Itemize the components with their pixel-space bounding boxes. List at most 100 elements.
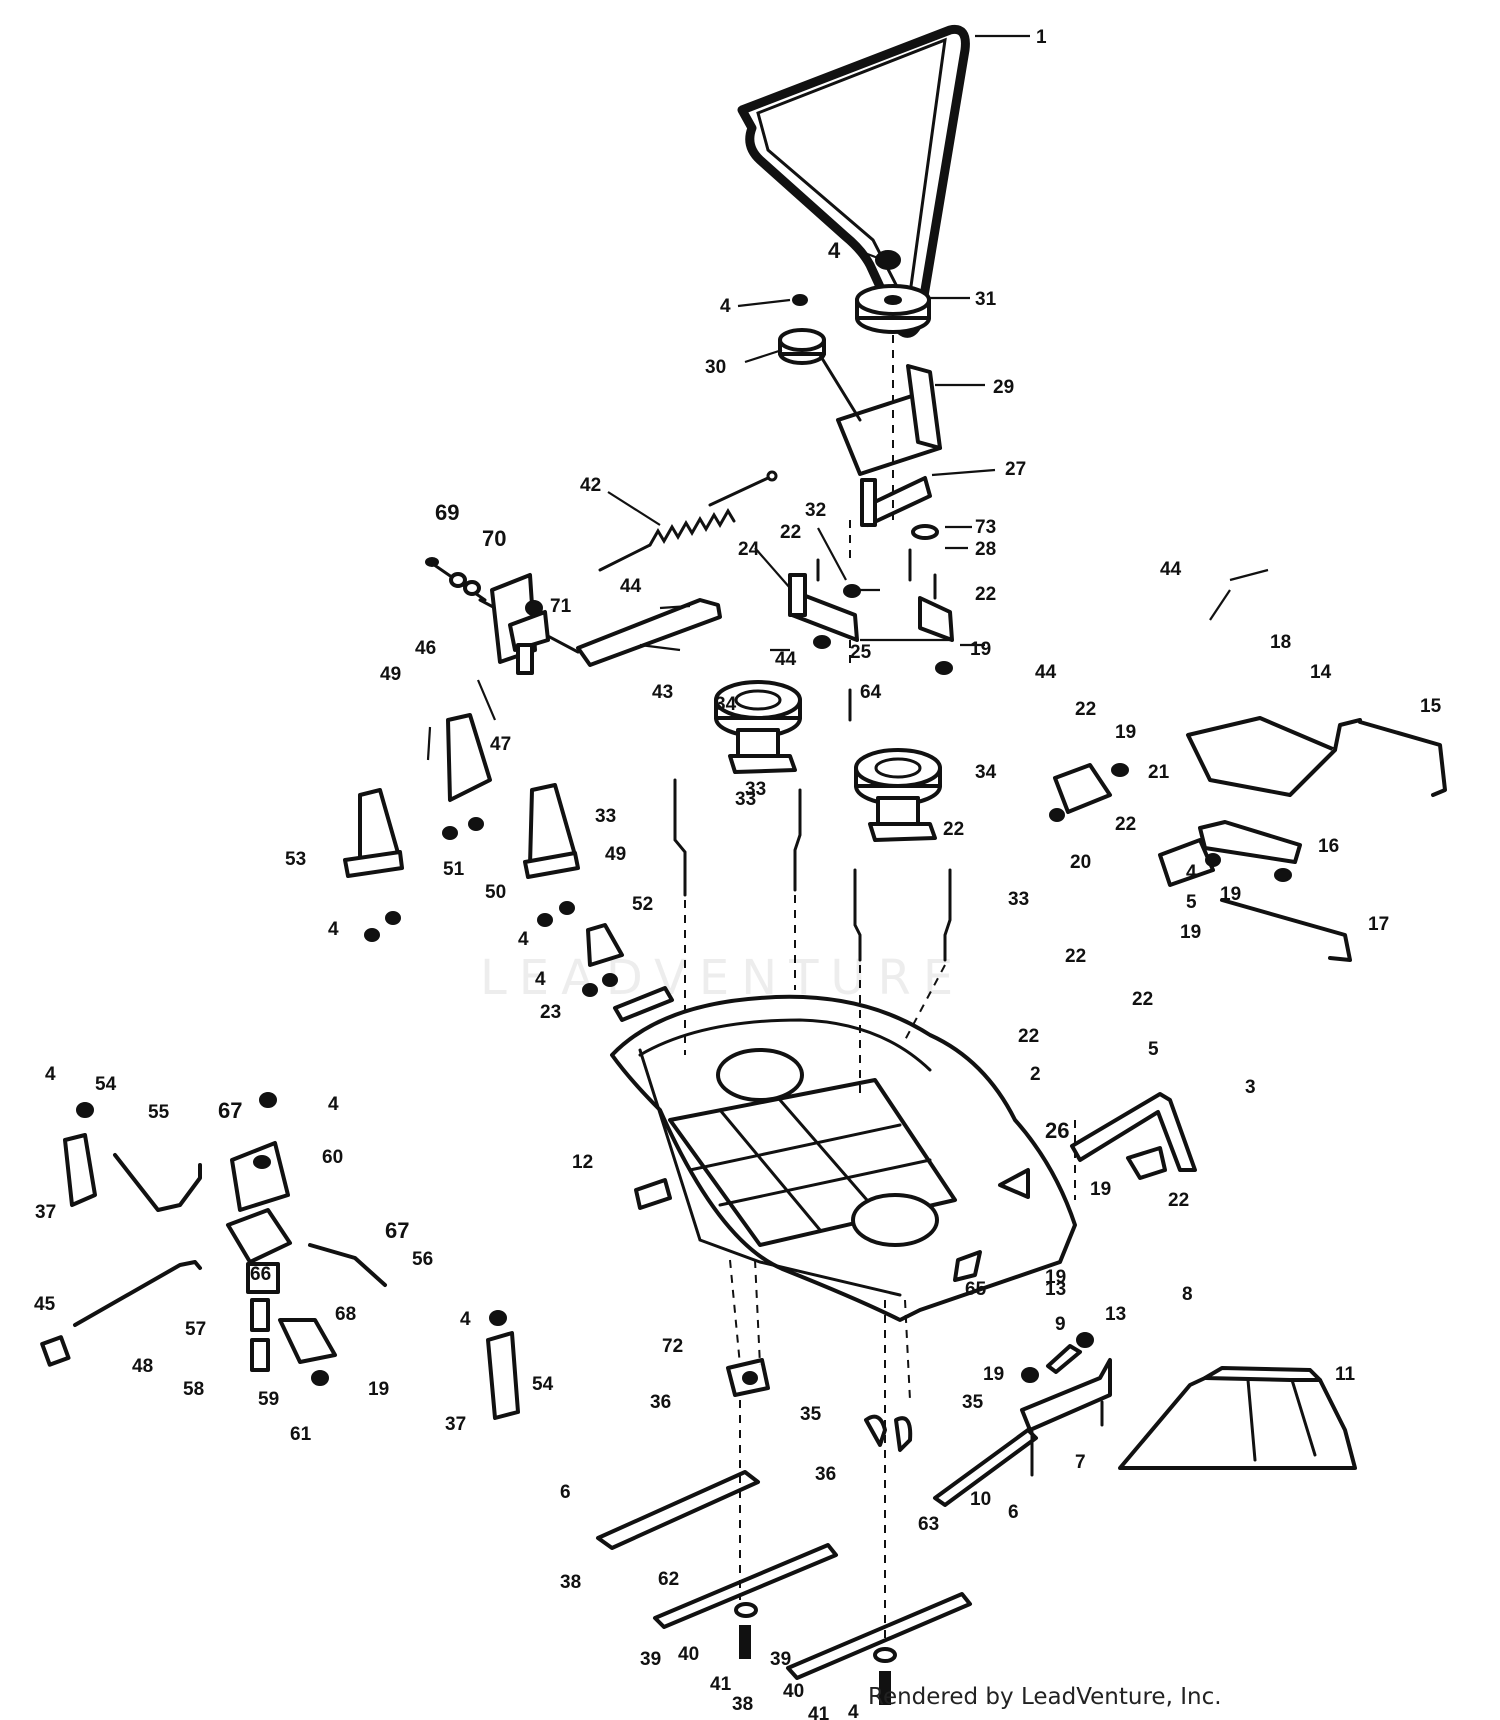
callout: 5 — [1186, 892, 1197, 913]
callout: 15 — [1420, 696, 1442, 717]
callout: 4 — [848, 1702, 859, 1720]
deck-bracket-3 — [1070, 1092, 1197, 1180]
right-lift-assembly — [1049, 716, 1447, 962]
callout: 55 — [148, 1102, 170, 1123]
callout: 41 — [710, 1674, 732, 1695]
callout: 6 — [560, 1482, 571, 1503]
callout: 59 — [258, 1389, 279, 1410]
callout: 19 — [983, 1364, 1004, 1385]
callout: 1 — [1036, 27, 1047, 48]
idler-pulley-30 — [778, 294, 826, 365]
callout: 41 — [808, 1704, 830, 1720]
callout: 22 — [1075, 699, 1096, 720]
callout: 39 — [770, 1649, 791, 1670]
callout: 21 — [1148, 762, 1170, 783]
callout: 47 — [490, 734, 511, 755]
callout: 33 — [1008, 889, 1029, 910]
callout: 12 — [572, 1152, 593, 1173]
belt — [737, 24, 970, 338]
callout: 4 — [1186, 862, 1197, 883]
callout: 46 — [415, 638, 436, 659]
callout: 9 — [1055, 1314, 1066, 1335]
callout: 43 — [652, 682, 673, 703]
callout: 16 — [1318, 836, 1339, 857]
callout: 34 — [715, 694, 737, 715]
discharge-chute-11 — [1118, 1366, 1357, 1470]
alignment-lines — [684, 335, 1076, 1645]
callout: 14 — [1310, 662, 1332, 683]
callout: 4 — [518, 929, 529, 950]
callout: 4 — [460, 1309, 471, 1330]
bracket-27 — [860, 476, 932, 527]
callout: 8 — [1182, 1284, 1193, 1305]
callout: 30 — [705, 357, 726, 378]
callout: 24 — [738, 539, 760, 560]
callout: 29 — [993, 377, 1014, 398]
callout: 4 — [535, 969, 546, 990]
callout: 36 — [815, 1464, 836, 1485]
callout: 54 — [532, 1374, 554, 1395]
callout: 65 — [965, 1279, 987, 1300]
callout: 69 — [435, 500, 459, 525]
callout: 19 — [1115, 722, 1136, 743]
callout: 22 — [780, 522, 801, 543]
callout: 25 — [850, 642, 872, 663]
callout: 19 — [1045, 1267, 1066, 1288]
idler-pulley-31 — [855, 284, 931, 334]
callout: 35 — [962, 1392, 984, 1413]
callout: 4 — [720, 296, 731, 317]
callout: 4 — [328, 1094, 339, 1115]
callout: 53 — [285, 849, 306, 870]
callout: 5 — [1148, 1039, 1159, 1060]
callout: 72 — [662, 1336, 683, 1357]
callout: 40 — [783, 1681, 804, 1702]
callout: 56 — [412, 1249, 433, 1270]
callout: 19 — [1180, 922, 1201, 943]
leader-lines — [426, 34, 1269, 761]
shafts-33 — [673, 778, 952, 962]
callout: 28 — [975, 539, 996, 560]
tag-12 — [634, 1178, 672, 1210]
left-linkage-assembly — [40, 1092, 387, 1386]
callout: 4 — [45, 1064, 56, 1085]
callout: 67 — [218, 1098, 242, 1123]
parts-72-35 — [726, 1358, 913, 1452]
callout: 7 — [1075, 1452, 1086, 1473]
callout: 44 — [1160, 559, 1182, 580]
callout: 22 — [975, 584, 996, 605]
callout: 45 — [34, 1294, 56, 1315]
callout: 3 — [1245, 1077, 1256, 1098]
callout: 19 — [970, 639, 991, 660]
callout: 33 — [595, 806, 616, 827]
callout: 38 — [732, 1694, 753, 1715]
callout: 67 — [385, 1218, 409, 1243]
callout: 20 — [1070, 852, 1091, 873]
callout: 22 — [1168, 1190, 1189, 1211]
callout: 34 — [975, 762, 997, 783]
callout: 6 — [1008, 1502, 1019, 1523]
bracket-54-lower — [486, 1310, 520, 1420]
callout: 54 — [95, 1074, 117, 1095]
callout: 40 — [678, 1644, 699, 1665]
parts-7-9-10 — [933, 1332, 1112, 1507]
blades-38 — [596, 1470, 972, 1705]
callout: 11 — [1335, 1364, 1356, 1385]
callout: 27 — [1005, 459, 1026, 480]
callout: 10 — [970, 1489, 991, 1510]
callout: 61 — [290, 1424, 312, 1445]
spindle-34-left — [714, 680, 802, 774]
credit-text: Rendered by LeadVenture, Inc. — [868, 1684, 1222, 1710]
callout: 19 — [1090, 1179, 1111, 1200]
spring-42 — [598, 470, 778, 572]
callout: 19 — [368, 1379, 389, 1400]
callout: 19 — [1220, 884, 1241, 905]
callout: 49 — [380, 664, 401, 685]
mower-deck — [610, 994, 1077, 1322]
nut-top — [875, 250, 901, 270]
callout: 50 — [485, 882, 506, 903]
callout: 70 — [482, 526, 506, 551]
callout: 44 — [1035, 662, 1057, 683]
callout: 31 — [975, 289, 997, 310]
callout: 48 — [132, 1356, 153, 1377]
